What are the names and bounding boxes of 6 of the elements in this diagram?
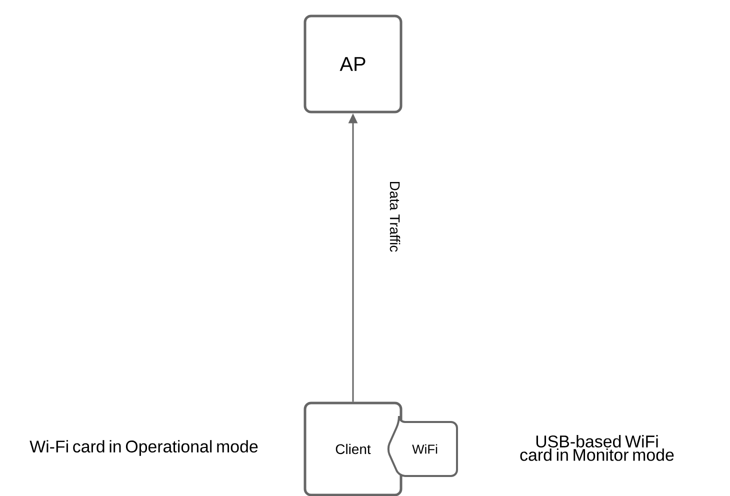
device-box: Client	[304, 402, 402, 496]
caption-text: USB-based WiFi card in Monitor mode	[520, 435, 674, 461]
node-label: WiFi	[412, 444, 438, 454]
device-box: AP	[304, 14, 402, 114]
edge-label: Data Traffic	[390, 182, 400, 252]
caption-text: Wi-Fi card in Operational mode	[30, 440, 258, 456]
